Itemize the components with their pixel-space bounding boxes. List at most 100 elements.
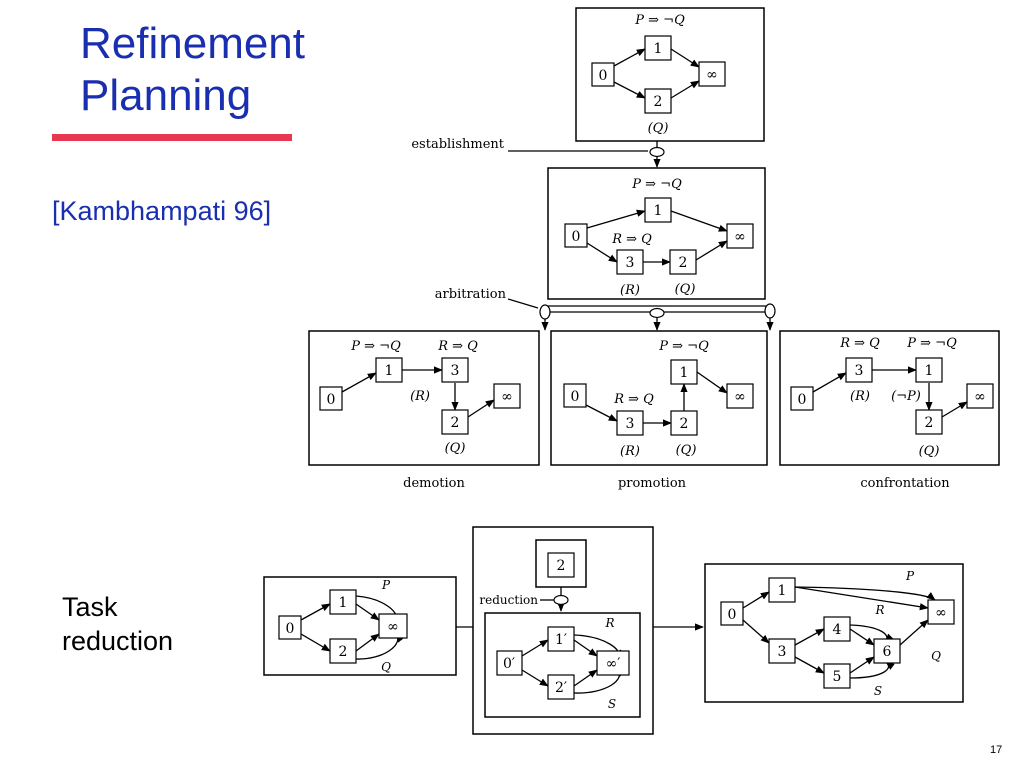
plan-step-node: 3 — [768, 638, 796, 664]
panel-frame — [547, 167, 766, 300]
condition-label: (Q) — [675, 282, 696, 297]
svg-text:∞: ∞ — [935, 605, 947, 621]
establishment-label: establishment — [411, 137, 504, 152]
svg-text:3: 3 — [778, 644, 787, 660]
condition-label: (Q) — [919, 444, 940, 459]
svg-text:∞: ∞ — [734, 389, 746, 405]
plan-step-node: 1 — [915, 357, 943, 383]
plan-step-node: 0 — [564, 223, 588, 248]
svg-text:∞: ∞ — [974, 389, 986, 405]
plan-step-node: 5 — [823, 663, 851, 689]
plan-step-node: 3 — [441, 357, 469, 383]
panel-initial-plan: P ⇒ ¬Q 0 1 2 ∞ (Q) — [575, 7, 765, 142]
svg-text:1: 1 — [385, 363, 394, 379]
reduction-frame — [484, 612, 641, 718]
plan-step-node: 1 — [644, 197, 672, 223]
panel-frame — [550, 330, 768, 466]
arc-label: S — [608, 697, 616, 711]
panel-confrontation: R ⇒ Q P ⇒ ¬Q 0 3 1 2 ∞ (R) (¬P) (Q) conf… — [779, 330, 1000, 491]
panel-frame — [704, 563, 964, 703]
arc-label: P — [381, 578, 391, 592]
svg-text:∞′: ∞′ — [606, 656, 621, 672]
svg-text:2: 2 — [925, 415, 934, 431]
svg-text:6: 6 — [883, 644, 892, 660]
svg-text:1: 1 — [339, 595, 348, 611]
svg-text:2: 2 — [339, 644, 348, 660]
plan-step-node: ∞ — [698, 61, 726, 87]
plan-step-node: 0 — [319, 386, 343, 411]
svg-text:∞: ∞ — [501, 389, 513, 405]
svg-text:∞: ∞ — [387, 619, 399, 635]
arc-label: R — [874, 603, 884, 617]
arc-label: R — [604, 616, 614, 630]
demotion-label: demotion — [403, 476, 465, 491]
plan-step-node: 3 — [616, 249, 644, 275]
svg-text:0′: 0′ — [503, 656, 515, 672]
reduction-label: reduction — [479, 593, 538, 607]
task-reduction-label: Task reduction — [62, 590, 173, 658]
arc-label: Q — [931, 649, 941, 663]
arbitration-connector: arbitration — [435, 287, 776, 331]
condition-label: (Q) — [676, 443, 697, 458]
plan-step-node: 2 — [644, 88, 672, 114]
svg-text:0: 0 — [571, 389, 580, 405]
svg-text:0: 0 — [728, 607, 737, 623]
plan-step-node: 3 — [616, 410, 644, 436]
task-label-line-2: reduction — [62, 626, 174, 656]
arc-label: S — [874, 684, 882, 698]
plan-step-node: 1 — [375, 357, 403, 383]
plan-step-node: 2 — [669, 249, 697, 275]
plan-step-node: 2 — [441, 409, 469, 435]
svg-text:3: 3 — [626, 416, 635, 432]
svg-text:3: 3 — [451, 363, 460, 379]
svg-text:0: 0 — [798, 392, 807, 408]
svg-text:2: 2 — [679, 255, 688, 271]
plan-step-node: 1 — [768, 577, 796, 603]
task-label-line-1: Task — [62, 592, 118, 622]
panel-promotion: P ⇒ ¬Q R ⇒ Q 0 1 3 2 ∞ (R) (Q) promotion — [550, 330, 768, 491]
plan-step-node: 0′ — [496, 650, 523, 676]
plan-step-node: 1′ — [547, 626, 575, 652]
title-line-1: Refinement — [80, 19, 306, 68]
svg-text:2′: 2′ — [555, 680, 567, 696]
plan-step-node: ∞ — [378, 613, 408, 639]
plan-step-node: 1 — [644, 35, 672, 61]
plan-step-node: 1 — [670, 359, 698, 385]
condition-label: (R) — [620, 283, 640, 298]
svg-text:3: 3 — [626, 255, 635, 271]
condition-label: (R) — [620, 444, 640, 459]
condition-label: (Q) — [445, 441, 466, 456]
svg-text:3: 3 — [855, 363, 864, 379]
panel-task-left: P Q 0 1 2 ∞ — [263, 576, 457, 676]
svg-text:∞: ∞ — [706, 67, 718, 83]
svg-text:4: 4 — [833, 622, 842, 638]
svg-text:5: 5 — [833, 669, 842, 685]
title-line-2: Planning — [80, 71, 252, 120]
plan-step-node: 0 — [563, 383, 587, 408]
promotion-label: promotion — [618, 476, 687, 491]
svg-text:2: 2 — [680, 416, 689, 432]
constraint-label: R ⇒ Q — [613, 392, 654, 407]
constraint-label: P ⇒ ¬Q — [906, 336, 957, 351]
plan-step-node: 2 — [547, 552, 575, 578]
constraint-label: R ⇒ Q — [839, 336, 880, 351]
plan-step-node: 2 — [915, 409, 943, 435]
constraint-label: P ⇒ ¬Q — [634, 13, 685, 28]
constraint-label: R ⇒ Q — [437, 339, 478, 354]
plan-step-node: 4 — [823, 616, 851, 642]
slide-title: Refinement Planning — [80, 18, 305, 122]
svg-text:2: 2 — [557, 558, 566, 574]
panel-frame — [263, 576, 457, 676]
panel-task-reduction: 2 reduction R S 0′ 1′ 2′ ∞′ — [472, 526, 654, 735]
plan-step-node: ∞ — [966, 383, 994, 409]
confrontation-label: confrontation — [860, 476, 950, 491]
svg-text:∞: ∞ — [734, 229, 746, 245]
arc-label: P — [905, 569, 915, 583]
condition-label: (R) — [850, 389, 870, 404]
panel-establishment-result: P ⇒ ¬Q R ⇒ Q 0 1 3 2 ∞ (R) (Q) — [547, 167, 766, 300]
condition-label: (¬P) — [891, 389, 921, 404]
plan-step-node: 6 — [873, 638, 901, 664]
svg-text:1′: 1′ — [555, 632, 567, 648]
svg-text:0: 0 — [599, 68, 608, 84]
